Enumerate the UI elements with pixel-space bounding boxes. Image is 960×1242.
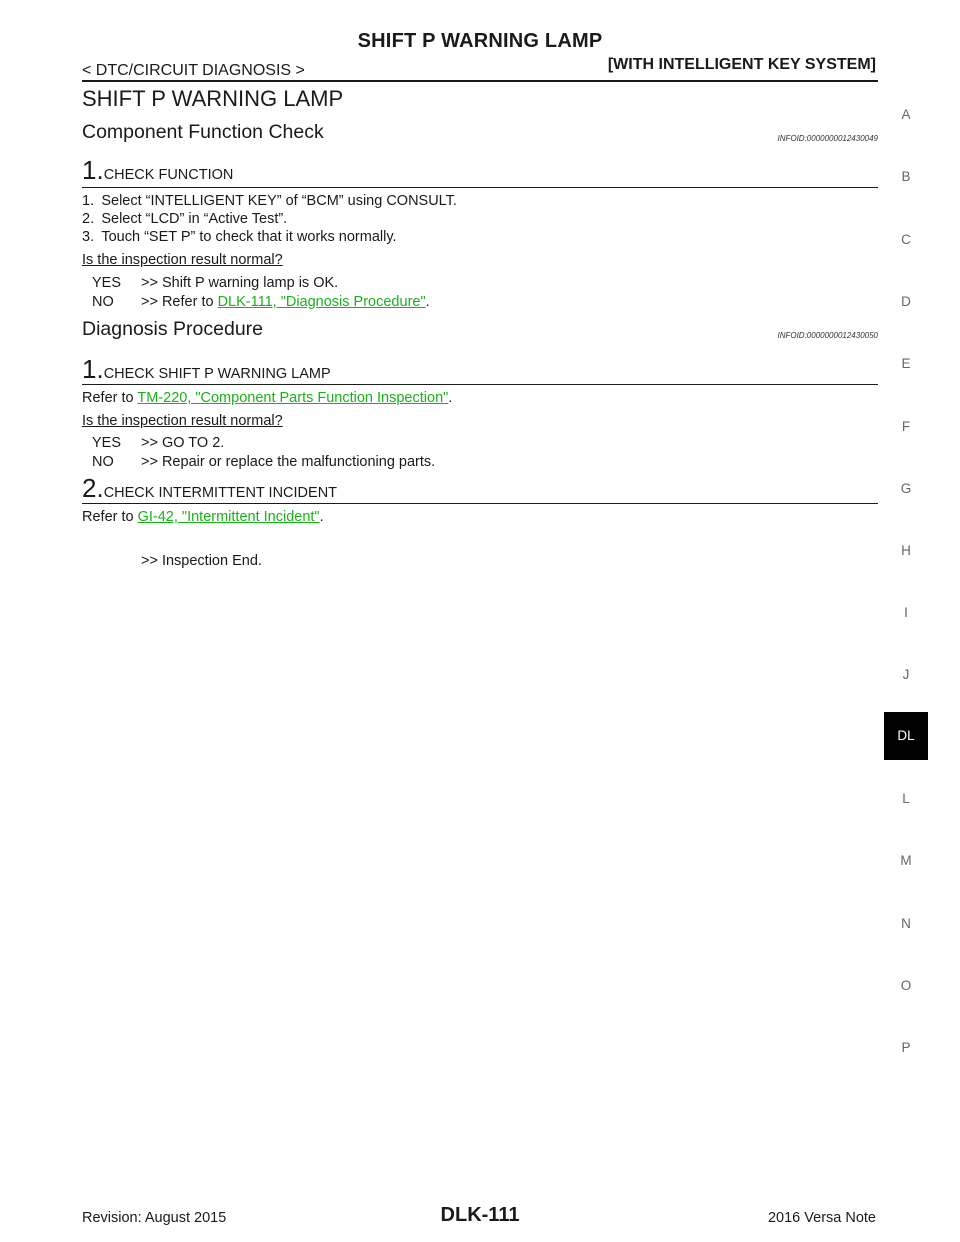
step-number: 1.	[82, 354, 104, 384]
running-header-right: [WITH INTELLIGENT KEY SYSTEM]	[607, 56, 876, 73]
side-index-f[interactable]: F	[901, 419, 911, 434]
step-title: CHECK INTERMITTENT INCIDENT	[103, 485, 338, 501]
punctuation: .	[425, 294, 430, 310]
link-dlk-111-diagnosis-procedure[interactable]: DLK-111, "Diagnosis Procedure"	[217, 294, 426, 310]
procedure-item-2: 2. Select “LCD” in “Active Test”.	[82, 211, 288, 227]
inspection-question: Is the inspection result normal?	[82, 413, 283, 429]
running-header-left: < DTC/CIRCUIT DIAGNOSIS >	[82, 62, 305, 79]
side-index-i[interactable]: I	[904, 605, 908, 620]
answer-no: NO >> Refer to DLK-111, "Diagnosis Proced…	[92, 294, 430, 310]
step-title: CHECK FUNCTION	[103, 167, 234, 183]
answer-key: YES	[92, 275, 122, 291]
infoid-component-function-check: INFOID:0000000012430049	[777, 134, 878, 143]
refer-prefix: Refer to	[82, 390, 138, 406]
answer-yes: YES >> GO TO 2.	[92, 435, 224, 451]
step-rule	[82, 503, 878, 504]
footer-page-number: DLK-111	[440, 1204, 520, 1226]
section-title-diagnosis-procedure: Diagnosis Procedure	[82, 318, 264, 340]
side-index-j[interactable]: J	[902, 667, 910, 682]
answer-key: YES	[92, 435, 122, 451]
side-index-p[interactable]: P	[901, 1040, 911, 1055]
footer-model: 2016 Versa Note	[767, 1210, 876, 1226]
side-index-g[interactable]: G	[900, 481, 912, 496]
step-number: 2.	[82, 473, 104, 503]
refer-prefix: Refer to	[82, 509, 138, 525]
side-index-e[interactable]: E	[901, 356, 911, 371]
answer-key: NO	[92, 454, 114, 470]
infoid-diagnosis-procedure: INFOID:0000000012430050	[777, 331, 878, 340]
page-heading: SHIFT P WARNING LAMP	[82, 86, 344, 111]
side-index-h[interactable]: H	[901, 543, 911, 558]
step-title: CHECK SHIFT P WARNING LAMP	[103, 366, 331, 382]
step-number: 1.	[82, 155, 104, 185]
step-check-function: 1.CHECK FUNCTION	[82, 157, 234, 183]
side-index-c[interactable]: C	[901, 232, 911, 247]
side-index-m[interactable]: M	[900, 853, 912, 868]
header-rule	[82, 80, 878, 82]
procedure-item-1: 1. Select “INTELLIGENT KEY” of “BCM” usi…	[82, 193, 457, 209]
answer-text: >> Refer to	[141, 294, 218, 310]
side-index-o[interactable]: O	[900, 978, 912, 993]
side-index-b[interactable]: B	[901, 169, 911, 184]
side-index-n[interactable]: N	[901, 916, 911, 931]
link-tm-220-component-parts-function-inspection[interactable]: TM-220, "Component Parts Function Inspec…	[137, 390, 449, 406]
inspection-end: >> Inspection End.	[141, 553, 262, 569]
side-index-l[interactable]: L	[902, 791, 910, 806]
running-header-title: SHIFT P WARNING LAMP	[357, 30, 603, 52]
side-index-a[interactable]: A	[901, 107, 911, 122]
answer-text: >> Shift P warning lamp is OK.	[141, 275, 339, 291]
step-check-shift-p-warning-lamp: 1.CHECK SHIFT P WARNING LAMP	[82, 356, 331, 382]
answer-text: >> GO TO 2.	[141, 435, 225, 451]
procedure-item-3: 3. Touch “SET P” to check that it works …	[82, 229, 397, 245]
punctuation: .	[448, 390, 453, 406]
footer-revision: Revision: August 2015	[82, 1210, 227, 1226]
answer-text: >> Repair or replace the malfunctioning …	[141, 454, 436, 470]
step-rule	[82, 187, 878, 188]
step-rule	[82, 384, 878, 385]
answer-key: NO	[92, 294, 114, 310]
link-gi-42-intermittent-incident[interactable]: GI-42, "Intermittent Incident"	[137, 509, 320, 525]
side-index-d[interactable]: D	[901, 294, 911, 309]
refer-line-2: Refer to GI-42, "Intermittent Incident".	[82, 509, 324, 525]
answer-no: NO >> Repair or replace the malfunctionin…	[92, 454, 435, 470]
section-title-component-function-check: Component Function Check	[82, 121, 324, 143]
inspection-question: Is the inspection result normal?	[82, 252, 283, 268]
punctuation: .	[319, 509, 324, 525]
refer-line-1: Refer to TM-220, "Component Parts Functi…	[82, 390, 452, 406]
answer-yes: YES >> Shift P warning lamp is OK.	[92, 275, 338, 291]
side-index-dl-active-tab[interactable]: DL	[884, 712, 928, 760]
step-check-intermittent-incident: 2.CHECK INTERMITTENT INCIDENT	[82, 475, 338, 501]
